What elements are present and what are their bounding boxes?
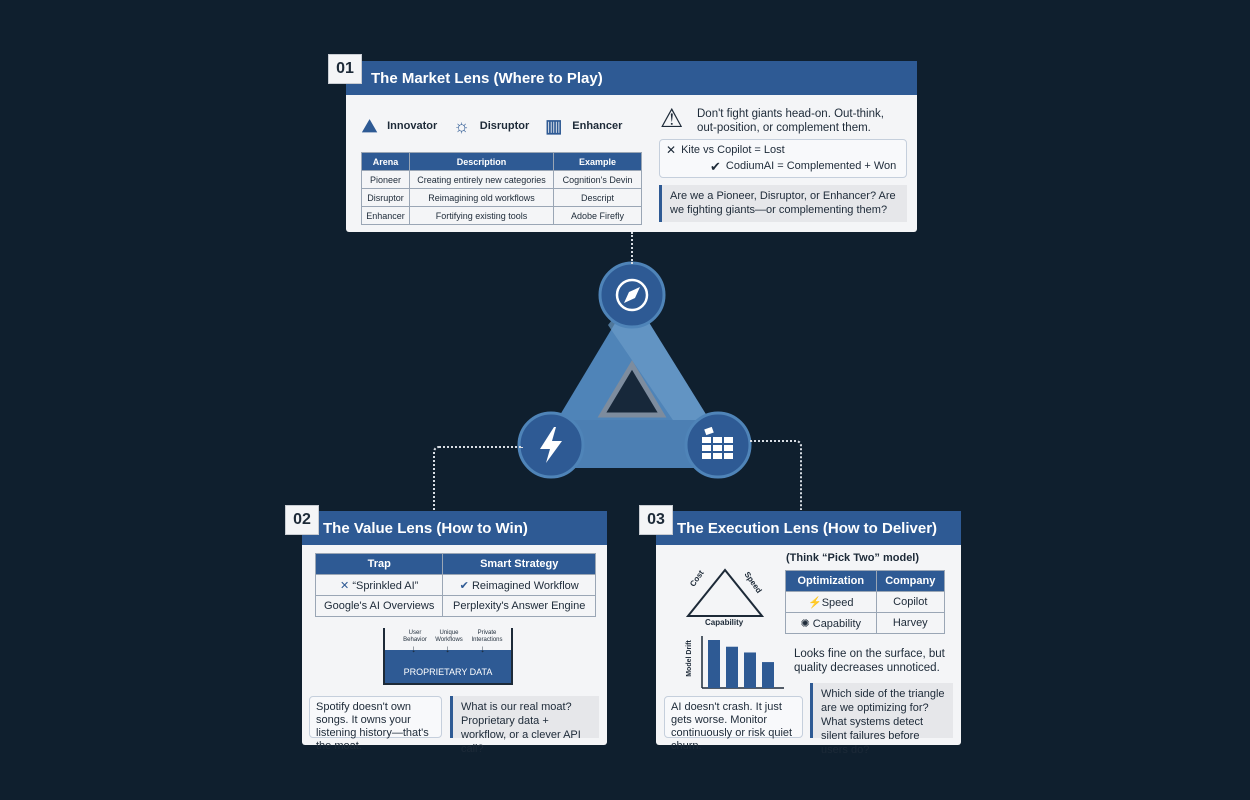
arrow-down-icon: ↓ xyxy=(411,644,416,655)
table-cell: ✺ Capability xyxy=(785,612,877,634)
execution-example: AI doesn't crash. It just gets worse. Mo… xyxy=(664,696,803,752)
table-cell: Enhancer xyxy=(361,206,410,225)
execution-question: Which side of the triangle are we optimi… xyxy=(810,683,953,756)
triangle-label-capability: Capability xyxy=(705,618,744,627)
model-drift-label: Model Drift xyxy=(685,640,693,677)
arena-table: Arena Description Example Pioneer Creati… xyxy=(361,152,642,225)
arrow-down-icon: ↓ xyxy=(480,644,485,655)
table-cell: ✕ “Sprinkled AI” xyxy=(314,574,444,596)
table-cell: Disruptor xyxy=(361,188,410,207)
warning-icon: ⚠ xyxy=(660,103,684,133)
check-icon: ✔ xyxy=(459,579,472,592)
table-cell: Google's AI Overviews xyxy=(314,595,444,617)
execution-lens-number: 03 xyxy=(639,505,673,535)
table-row: Pioneer Creating entirely new categories… xyxy=(361,170,642,189)
cross-icon: ✕ xyxy=(340,579,353,592)
disruptor-icon: ☼ xyxy=(453,115,470,136)
check-icon: ✔ xyxy=(710,159,721,174)
execution-lens-title: The Execution Lens (How to Deliver) xyxy=(677,519,938,537)
table-header: Arena xyxy=(361,152,410,171)
market-warning-text: Don't fight giants head-on. Out-think, o… xyxy=(697,108,884,134)
table-row: Disruptor Reimagining old workflows Desc… xyxy=(361,188,642,207)
value-lens-header: The Value Lens (How to Win) xyxy=(302,511,607,545)
table-row: ✕ “Sprinkled AI” ✔ Reimagined Workflow xyxy=(314,574,596,596)
execution-lens-header: The Execution Lens (How to Deliver) xyxy=(656,511,961,545)
table-cell: Descript xyxy=(553,188,642,207)
data-source-label: Private Interactions xyxy=(471,630,503,643)
bolt-icon: ⚡ xyxy=(808,596,822,609)
drift-bar xyxy=(744,652,756,688)
table-cell: Reimagining old workflows xyxy=(409,188,554,207)
market-lens-header: The Market Lens (Where to Play) xyxy=(346,61,917,95)
value-table: Trap Smart Strategy ✕ “Sprinkled AI” ✔ R… xyxy=(314,553,596,617)
connector-top xyxy=(631,232,633,264)
execution-subtitle: (Think “Pick Two” model) xyxy=(786,552,920,564)
table-cell: Pioneer xyxy=(361,170,410,189)
table-cell: ⚡Speed xyxy=(785,591,877,613)
won-text: CodiumAI = Complemented + Won xyxy=(725,160,897,172)
compass-icon xyxy=(615,278,649,312)
enhancer-label: Enhancer xyxy=(572,120,623,132)
table-cell: Perplexity's Answer Engine xyxy=(442,595,596,617)
strategy-text: Reimagined Workflow xyxy=(471,579,579,592)
market-example-box: ✕ Kite vs Copilot = Lost ✔ CodiumAI = Comp… xyxy=(659,139,907,178)
table-row: Enhancer Fortifying existing tools Adobe… xyxy=(361,206,642,225)
drift-note: Looks fine on the surface, but quality d… xyxy=(794,648,945,674)
table-cell: ✔ Reimagined Workflow xyxy=(442,574,596,596)
optimization-table: Optimization Company ⚡Speed Copilot ✺ Ca… xyxy=(785,570,946,634)
lightning-icon xyxy=(540,427,562,463)
table-header: Smart Strategy xyxy=(442,553,596,575)
table-header: Optimization xyxy=(785,570,877,592)
table-header: Example xyxy=(553,152,642,171)
table-row: Google's AI Overviews Perplexity's Answe… xyxy=(314,595,596,617)
market-lens-number: 01 xyxy=(328,54,362,84)
table-cell: Fortifying existing tools xyxy=(409,206,554,225)
drift-bar xyxy=(762,662,774,688)
value-question: What is our real moat? Proprietary data … xyxy=(450,696,599,755)
pick-two-triangle xyxy=(685,568,765,617)
brain-icon: ✺ xyxy=(800,617,813,630)
brick-wall-icon xyxy=(702,426,733,459)
market-lens-title: The Market Lens (Where to Play) xyxy=(371,69,603,87)
optimization-text: Capability xyxy=(812,617,862,630)
table-header: Company xyxy=(875,570,946,592)
data-source-label: Unique Workflows xyxy=(435,630,463,643)
table-row: ⚡Speed Copilot xyxy=(785,591,946,613)
arrow-down-icon: ↓ xyxy=(445,644,450,655)
data-tank-title: PROPRIETARY DATA xyxy=(403,667,493,677)
enhancer-icon: ▥ xyxy=(545,115,563,136)
optimization-text: Speed xyxy=(821,596,854,609)
table-header: Trap xyxy=(314,553,444,575)
connector-right xyxy=(750,440,802,510)
market-question: Are we a Pioneer, Disruptor, or Enhancer… xyxy=(659,185,907,222)
table-row: ✺ Capability Harvey xyxy=(785,612,946,634)
trap-text: “Sprinkled AI” xyxy=(352,579,419,592)
connector-left xyxy=(433,446,523,510)
value-example: Spotify doesn't own songs. It owns your … xyxy=(309,696,442,752)
lens-triangle-diagram xyxy=(517,261,752,479)
drift-bar xyxy=(726,646,738,688)
innovator-label: Innovator xyxy=(387,120,438,132)
drift-bar xyxy=(708,640,720,688)
model-drift-chart xyxy=(701,636,784,689)
table-cell: Creating entirely new categories xyxy=(409,170,554,189)
cross-icon: ✕ xyxy=(666,143,677,157)
table-header: Description xyxy=(409,152,554,171)
table-cell: Adobe Firefly xyxy=(553,206,642,225)
table-cell: Harvey xyxy=(875,612,946,634)
data-source-label: User Behavior xyxy=(403,630,427,643)
proprietary-data-tank: User Behavior Unique Workflows Private I… xyxy=(383,628,513,685)
value-lens-number: 02 xyxy=(285,505,319,535)
table-cell: Cognition's Devin xyxy=(553,170,642,189)
innovator-icon: ⛰ xyxy=(362,115,378,136)
lost-text: Kite vs Copilot = Lost xyxy=(681,144,785,156)
value-lens-title: The Value Lens (How to Win) xyxy=(323,519,528,537)
disruptor-label: Disruptor xyxy=(479,120,530,132)
arena-types: ⛰ Innovator ☼ Disruptor ▥ Enhancer xyxy=(362,112,647,140)
table-cell: Copilot xyxy=(875,591,946,613)
